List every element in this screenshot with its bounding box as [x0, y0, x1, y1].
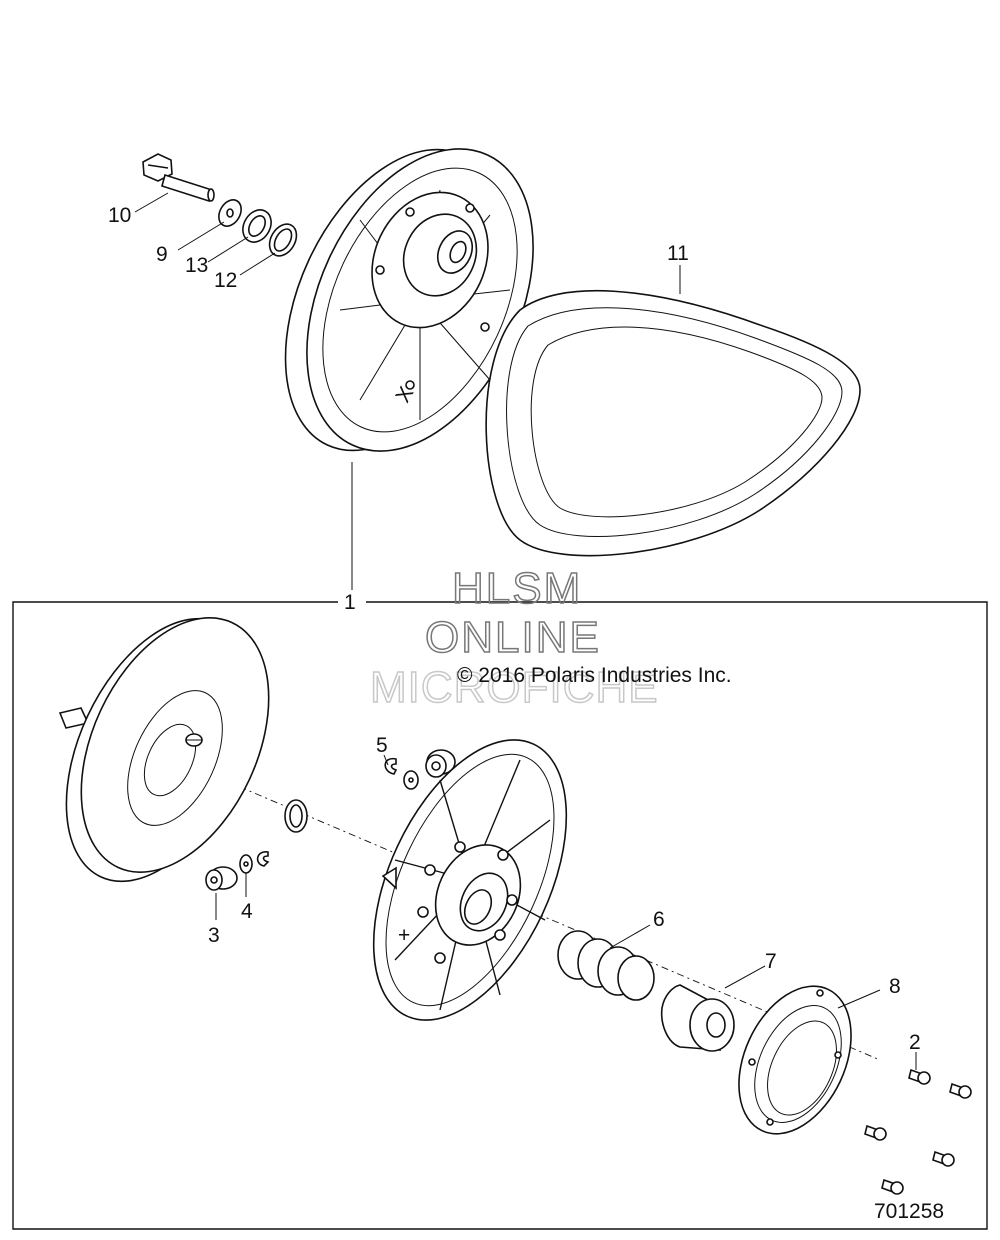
callout-13: 13: [185, 254, 208, 277]
watermark-line-2: ONLINE: [425, 613, 601, 662]
figure-number: 701258: [874, 1200, 944, 1223]
ring-12: [268, 223, 298, 257]
callout-5: 5: [376, 734, 388, 757]
driven-clutch-assembly: X: [284, 148, 534, 452]
callout-4: 4: [241, 900, 253, 923]
callout-1: 1: [344, 591, 356, 614]
top-leader-lines: [134, 192, 681, 590]
callout-2: 2: [909, 1031, 921, 1054]
bottom-leader-lines: [215, 754, 917, 1070]
cover-plate-8: [738, 985, 852, 1135]
spring-cup-7: [660, 984, 735, 1052]
bolt-10: [142, 153, 215, 203]
callout-8: 8: [889, 975, 901, 998]
svg-text:+: +: [398, 924, 410, 947]
roller-5: [425, 749, 456, 778]
washer-5: [403, 770, 419, 790]
fixed-sheave: [65, 617, 270, 883]
moveable-sheave: +: [372, 739, 568, 1021]
exploded-view-frame: [12, 601, 988, 1230]
ring-13: [242, 209, 272, 243]
clip-4: [256, 851, 270, 867]
roller-3: [205, 866, 238, 891]
callout-11: 11: [667, 242, 689, 265]
washer-4: [239, 854, 253, 874]
spring-6: [557, 930, 655, 1001]
copyright-text: © 2016 Polaris Industries Inc.: [457, 664, 732, 687]
watermark-line-3: MICROFICHE: [370, 663, 659, 712]
callout-9: 9: [156, 243, 168, 266]
screws-2: [864, 1068, 972, 1195]
callout-6: 6: [653, 908, 665, 931]
callout-3: 3: [208, 924, 220, 947]
o-ring: [284, 799, 308, 833]
drive-belt-11: [485, 289, 861, 557]
callout-12: 12: [214, 269, 237, 292]
washer-9: [218, 199, 242, 227]
callout-7: 7: [765, 950, 777, 973]
callout-10: 10: [108, 204, 131, 227]
watermark-line-1: HLSM: [452, 564, 582, 613]
